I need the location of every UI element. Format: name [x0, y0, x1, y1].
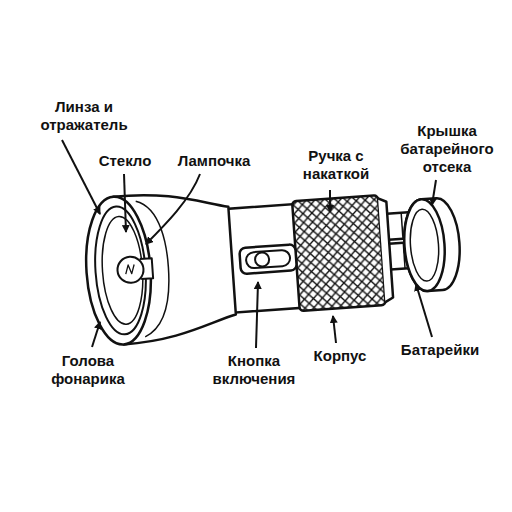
part-label: Батарейки — [390, 341, 490, 359]
knurled-grip — [292, 195, 385, 311]
bulb — [117, 256, 145, 284]
part-label: Линза и отражатель — [29, 98, 139, 134]
part-label: Лампочка — [164, 152, 264, 170]
part-label: Стекло — [85, 152, 165, 170]
glass — [99, 215, 146, 326]
leader-line — [329, 190, 331, 212]
battery-cap — [401, 197, 462, 293]
battery-cap-face — [401, 198, 447, 293]
body — [224, 204, 303, 313]
part-label: Голова фонарика — [40, 352, 136, 388]
leader-line — [256, 282, 258, 348]
part-label: Кнопка включения — [202, 352, 306, 388]
leader-line — [62, 140, 100, 214]
switch-slot — [239, 244, 297, 274]
leader-line — [416, 284, 432, 337]
leader-line — [124, 174, 126, 232]
part-label: Крышка батарейного отсека — [393, 122, 501, 176]
leader-line — [146, 174, 200, 244]
head-rim — [81, 195, 155, 347]
leader-line — [432, 180, 436, 205]
part-label: Ручка с накаткой — [290, 147, 382, 183]
part-label: Корпус — [300, 347, 380, 365]
leader-line — [333, 316, 336, 343]
leader-line — [92, 322, 100, 347]
